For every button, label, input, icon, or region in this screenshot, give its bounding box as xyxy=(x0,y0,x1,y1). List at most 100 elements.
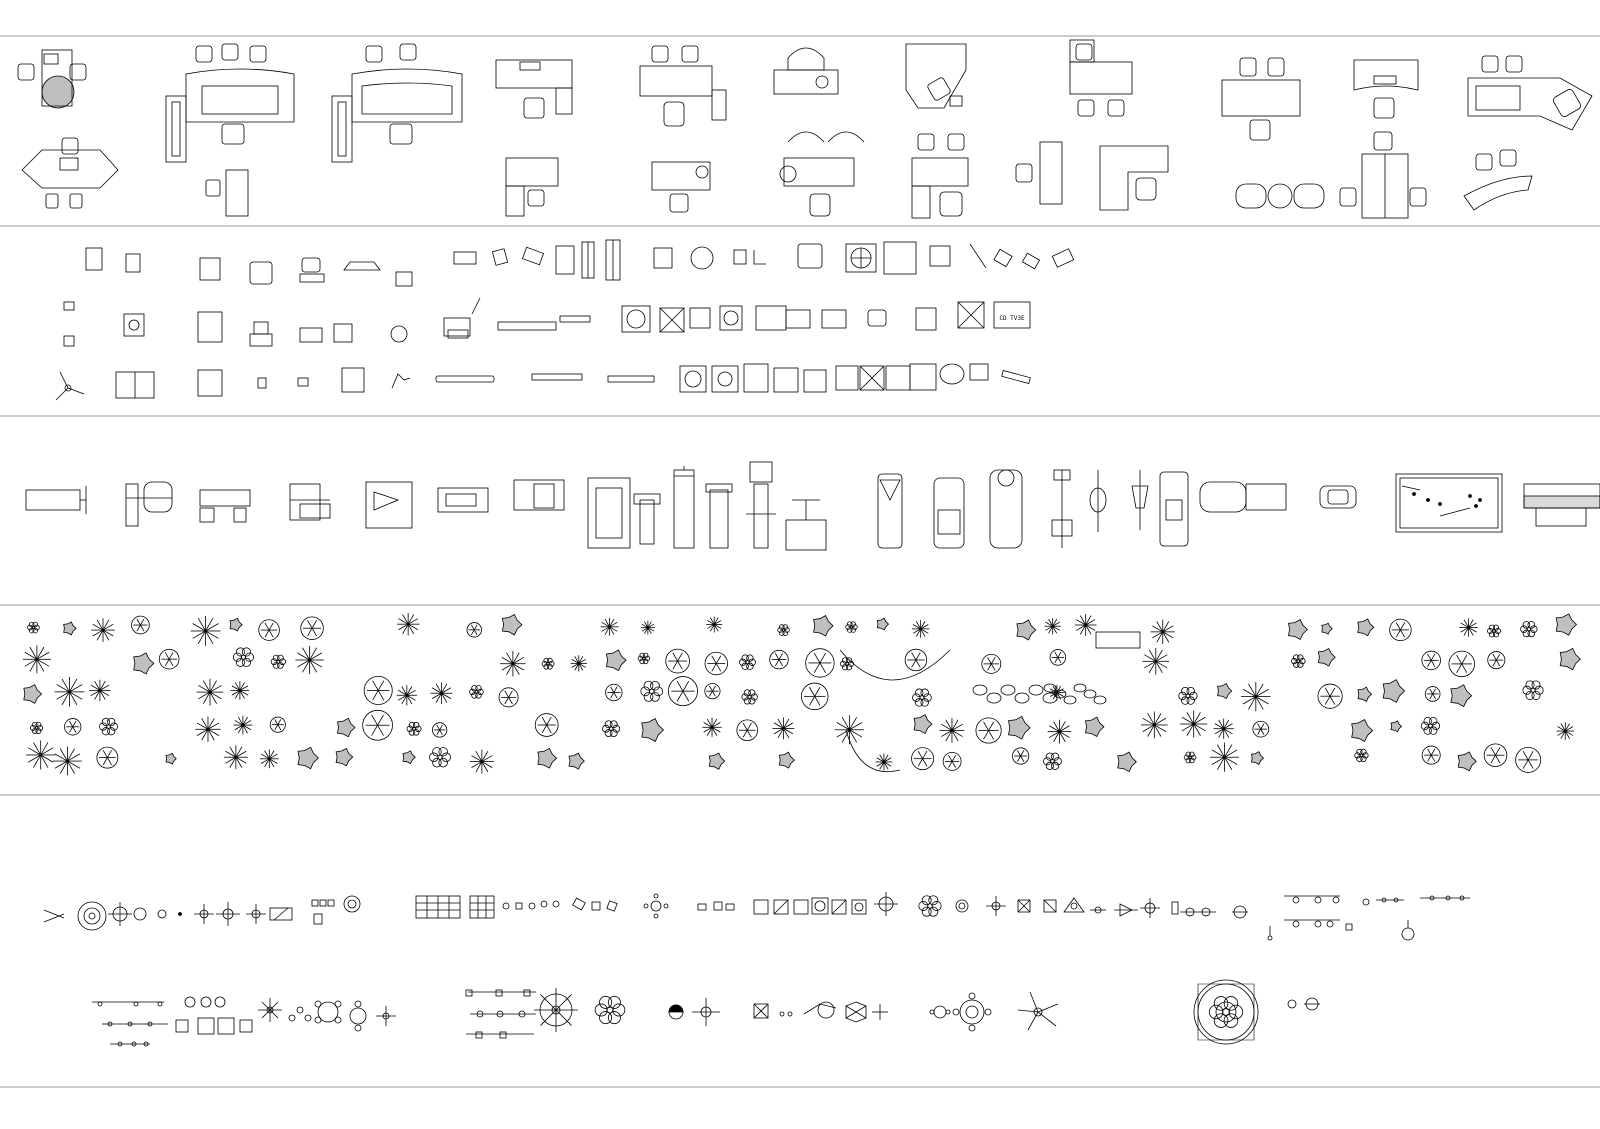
tree-plan-icon xyxy=(96,746,119,769)
cross-pendant-icon xyxy=(376,1006,396,1026)
shrub-plan-icon xyxy=(708,752,726,770)
flower-plan-icon xyxy=(637,652,651,665)
flower-light-icon xyxy=(594,995,626,1025)
shrub-plan-icon xyxy=(337,717,356,738)
tree-plan-icon xyxy=(269,716,286,733)
elliptical-icon xyxy=(1131,470,1149,530)
palm-plan-icon xyxy=(233,715,253,735)
palm-plan-icon xyxy=(1556,722,1575,740)
palm-plan-icon xyxy=(1044,618,1061,635)
workstation-angled-icon xyxy=(1463,55,1593,211)
box-x-icon xyxy=(1017,899,1031,913)
palm-plan-icon xyxy=(706,616,723,633)
printer-icon xyxy=(85,247,103,271)
cabinet-icon xyxy=(197,369,223,397)
shrub-plan-icon xyxy=(229,617,243,632)
palm-plan-icon xyxy=(702,717,722,737)
shrub-plan-icon xyxy=(1450,684,1473,708)
tree-plan-icon xyxy=(605,683,623,702)
target-light-icon xyxy=(874,892,898,916)
vent-icon xyxy=(269,907,293,921)
shrub-plan-icon xyxy=(1357,618,1375,637)
tree-plan-icon xyxy=(1487,651,1506,670)
tree-plan-icon xyxy=(704,651,728,676)
tree-plan-icon xyxy=(534,713,559,737)
shrub-plan-icon xyxy=(813,615,834,637)
paving-stone xyxy=(1042,692,1058,704)
palm-plan-icon xyxy=(640,620,655,635)
tv-crt-icon xyxy=(797,243,823,269)
chandelier-ring-icon xyxy=(952,992,992,1032)
flower-plan-icon xyxy=(845,621,858,633)
shrub-plan-icon xyxy=(1390,720,1403,733)
shrub-plan-icon xyxy=(913,714,933,735)
garden-bed-arc xyxy=(845,729,901,772)
band-plants-landscape xyxy=(22,612,1581,776)
tree-plan-icon xyxy=(1012,747,1030,765)
tree-plan-icon xyxy=(498,687,519,708)
palm-plan-icon xyxy=(1213,718,1234,739)
shrub-plan-icon xyxy=(23,684,43,704)
starburst-light-icon xyxy=(258,998,282,1022)
ceiling-grid-icon xyxy=(415,895,495,919)
pendant-drop-icon xyxy=(1401,920,1415,941)
tree-plan-icon xyxy=(1448,650,1475,678)
track-light-icon xyxy=(92,1001,168,1047)
palm-plan-icon xyxy=(89,679,111,701)
band-appliances-electronics xyxy=(55,239,1075,401)
track-light-icon xyxy=(1376,897,1404,903)
flower-plan-icon xyxy=(406,721,422,736)
ring-chandelier-icon xyxy=(314,1000,342,1024)
fan-unit-icon xyxy=(845,243,877,273)
desk-with-return-icon xyxy=(639,45,727,213)
track-spot-icon xyxy=(643,893,669,919)
stepper-icon xyxy=(746,461,776,549)
light-bar-icon xyxy=(435,375,495,383)
wall-light-pair-icon xyxy=(1287,997,1320,1011)
palm-plan-icon xyxy=(91,618,115,642)
tree-plan-icon xyxy=(911,747,935,771)
corner-workstation-icon xyxy=(21,137,119,209)
desk-with-return-icon xyxy=(495,59,573,217)
socket-icon xyxy=(257,377,267,389)
leg-press-icon xyxy=(365,481,413,529)
tree-plan-icon xyxy=(1421,745,1441,765)
flower-plan-icon xyxy=(1420,716,1441,735)
fax-icon xyxy=(125,253,141,273)
palm-plan-icon xyxy=(834,715,864,745)
rowing-bench-icon xyxy=(1159,471,1189,547)
half-disc-light-icon xyxy=(668,1004,684,1020)
palm-plan-icon xyxy=(223,745,248,770)
shrub-plan-icon xyxy=(778,751,795,769)
flower-plan-icon xyxy=(777,624,790,636)
arc-light-icon xyxy=(803,1001,837,1019)
shrub-plan-icon xyxy=(63,621,77,636)
palm-plan-icon xyxy=(259,749,279,769)
palm-plan-icon xyxy=(52,746,82,776)
garden-bed-arc xyxy=(839,649,951,681)
downlight-icon xyxy=(157,909,167,919)
flower-plan-icon xyxy=(840,657,855,671)
paving-stone xyxy=(1063,695,1077,705)
corner-guard-icon xyxy=(753,250,766,265)
lamp-round-icon xyxy=(390,325,408,343)
weight-station-icon xyxy=(785,499,827,551)
lamp-icon xyxy=(969,243,987,269)
flower-plan-icon xyxy=(541,657,555,670)
cluster-light-icon xyxy=(288,1006,312,1022)
refrigerator-icon xyxy=(199,257,221,281)
rowing-machine-icon xyxy=(437,487,489,513)
cable-machine-icon xyxy=(513,479,565,511)
band-office-furniture xyxy=(17,39,1593,219)
typewriter-icon xyxy=(453,251,477,265)
palm-plan-icon xyxy=(1047,719,1072,744)
light-bar-icon xyxy=(531,373,583,381)
spotlight-icon xyxy=(194,904,214,924)
chandelier-large-icon xyxy=(534,988,578,1032)
track-light-icon xyxy=(1267,895,1340,941)
ceiling-fan-icon xyxy=(55,371,85,401)
tree-plan-icon xyxy=(362,709,393,741)
shrub-plan-icon xyxy=(1357,686,1373,702)
conference-table-icon xyxy=(1221,57,1325,209)
